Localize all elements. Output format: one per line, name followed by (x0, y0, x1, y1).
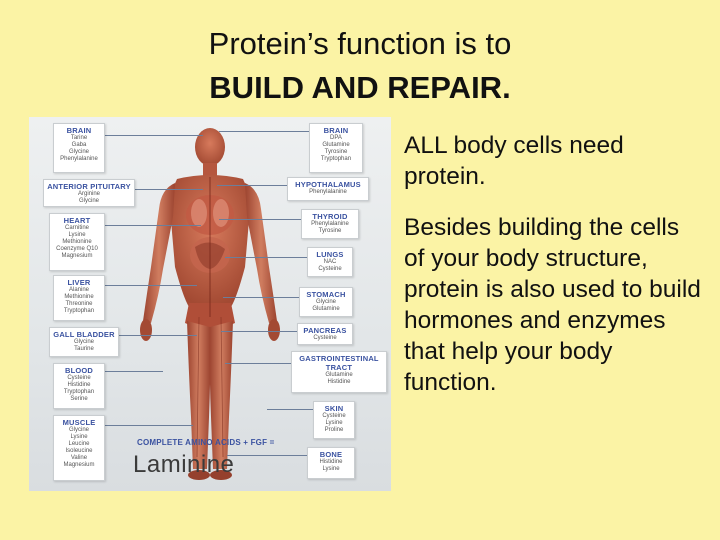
organ-box-liver: LIVER Alanine Methionine Threonine Trypt… (53, 275, 105, 321)
organ-box-blood: BLOOD Cysteine Histidine Tryptophan Seri… (53, 363, 105, 409)
leader-line (103, 285, 197, 286)
organ-box-thyroid: THYROID Phenylalanine Tyrosine (301, 209, 359, 239)
title-line-2: BUILD AND REPAIR. (209, 70, 511, 105)
bullet-item: ALL body cells need protein. (404, 132, 624, 190)
organ-box-brain-left: BRAIN Tarine Gaba Glycine Phenylalanine (53, 123, 105, 173)
leader-line (103, 425, 193, 426)
organ-box-heart: HEART Carnitine Lysine Methionine Coenzy… (49, 213, 105, 271)
organ-box-hypothalamus: HYPOTHALAMUS Phenylalanine (287, 177, 369, 201)
leader-line (133, 189, 203, 190)
organ-box-brain-right: BRAIN DPA Glutamine Tyrosine Tryptophan (309, 123, 363, 173)
leader-line (219, 219, 303, 220)
organ-box-gall-bladder: GALL BLADDER Glycine Taurine (49, 327, 119, 357)
title-line-1: Protein’s function is to (208, 26, 512, 61)
organ-box-bone: BONE Histidine Lysine (307, 447, 355, 479)
amino-acid-caption: COMPLETE AMINO ACIDS + FGF = (137, 438, 275, 447)
leader-line (221, 331, 299, 332)
organ-box-pancreas: PANCREAS Cysteine (297, 323, 353, 345)
leader-line (225, 257, 309, 258)
anatomy-figure: BRAIN Tarine Gaba Glycine Phenylalanine … (29, 117, 391, 491)
leader-line (223, 297, 301, 298)
leader-line (103, 371, 163, 372)
organ-box-anterior-pituitary: ANTERIOR PITUITARY Arginine Glycine (43, 179, 135, 207)
leader-line (227, 455, 307, 456)
leader-line (103, 225, 201, 226)
leader-line (103, 135, 203, 136)
organ-box-gastrointestinal-tract: GASTROINTESTINAL TRACT Glutamine Histidi… (291, 351, 387, 393)
leader-line (217, 185, 289, 186)
bullet-list: ALL body cells need protein. Besides bui… (404, 130, 704, 418)
leader-line (267, 409, 317, 410)
organ-box-stomach: STOMACH Glycine Glutamine (299, 287, 353, 317)
bullet-item: Besides building the cells of your body … (404, 214, 701, 396)
leader-line (225, 363, 291, 364)
leader-line (219, 131, 311, 132)
leader-line (117, 335, 197, 336)
organ-box-lungs: LUNGS NAC Cysteine (307, 247, 353, 277)
laminine-logo: Laminine (133, 451, 235, 478)
organ-box-skin: SKIN Cysteine Lysine Proline (313, 401, 355, 439)
slide-title: Protein’s function is to BUILD AND REPAI… (0, 22, 720, 110)
organ-box-muscle: MUSCLE Glycine Lysine Leucine Isoleucine… (53, 415, 105, 481)
human-body-illustration (140, 128, 280, 480)
